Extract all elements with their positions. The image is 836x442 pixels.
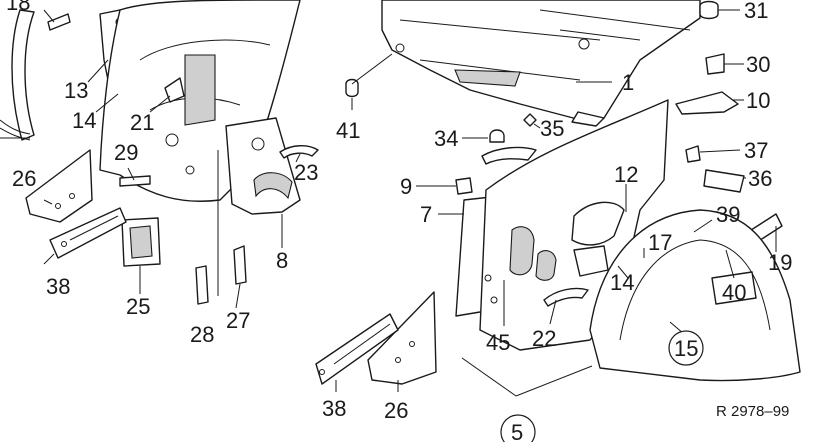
callout-45: 45 bbox=[486, 330, 510, 355]
callout-1: 1 bbox=[622, 70, 634, 95]
callout-35: 35 bbox=[540, 116, 564, 141]
callout-7: 7 bbox=[420, 202, 432, 227]
leader-lines bbox=[0, 9, 777, 397]
callout-40: 40 bbox=[722, 280, 746, 305]
callout-38-right: 38 bbox=[322, 396, 346, 421]
callout-26: 26 bbox=[12, 166, 36, 191]
callout-29: 29 bbox=[114, 140, 138, 165]
callout-13: 13 bbox=[64, 78, 88, 103]
left-inner-wheel-housing bbox=[0, 0, 319, 305]
callout-31: 31 bbox=[744, 0, 768, 23]
callout-17: 17 bbox=[648, 230, 672, 255]
callout-15-circle bbox=[668, 330, 704, 366]
callout-12: 12 bbox=[614, 162, 638, 187]
callout-37: 37 bbox=[744, 138, 768, 163]
right-inner-wheel-housing bbox=[315, 99, 801, 385]
callout-27: 27 bbox=[226, 308, 250, 333]
callout-26-right: 26 bbox=[384, 398, 408, 423]
callout-14-right: 14 bbox=[610, 270, 634, 295]
callout-15: 15 bbox=[674, 336, 698, 361]
callout-21: 21 bbox=[130, 110, 154, 135]
callout-18: 18 bbox=[6, 0, 30, 15]
callout-34: 34 bbox=[434, 126, 458, 151]
callout-5: 5 bbox=[511, 420, 523, 442]
callout-38: 38 bbox=[46, 274, 70, 299]
callout-39: 39 bbox=[716, 202, 740, 227]
small-fasteners bbox=[345, 53, 783, 275]
callout-22: 22 bbox=[532, 326, 556, 351]
callout-19: 19 bbox=[768, 250, 792, 275]
callout-labels: 18 13 14 21 29 26 38 25 28 27 8 23 41 31… bbox=[6, 0, 792, 442]
callout-25: 25 bbox=[126, 294, 150, 319]
callout-36: 36 bbox=[748, 166, 772, 191]
callout-28: 28 bbox=[190, 322, 214, 347]
reference-code: R 2978–99 bbox=[716, 403, 789, 420]
floor-panel-assembly bbox=[381, 0, 719, 127]
callout-5-circle bbox=[500, 414, 536, 442]
callout-9: 9 bbox=[400, 174, 412, 199]
callout-14: 14 bbox=[72, 108, 96, 133]
callout-10: 10 bbox=[746, 88, 770, 113]
callout-8: 8 bbox=[276, 248, 288, 273]
callout-41: 41 bbox=[336, 118, 360, 143]
callout-30: 30 bbox=[746, 52, 770, 77]
callout-23: 23 bbox=[294, 160, 318, 185]
